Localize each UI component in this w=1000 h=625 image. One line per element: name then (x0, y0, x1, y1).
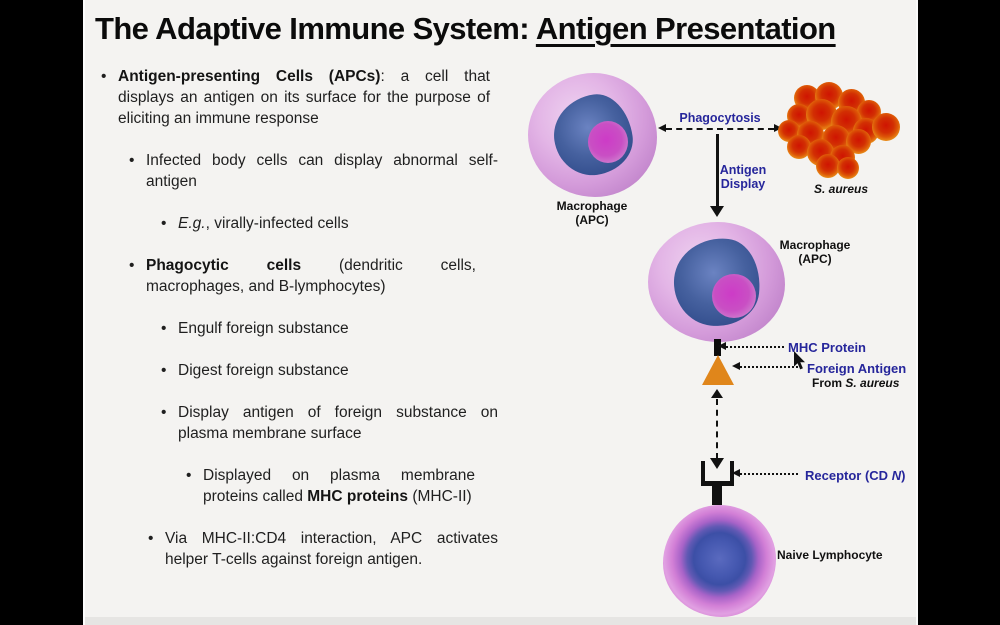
receptor-stem (712, 486, 722, 505)
s-aureus-coccus (872, 113, 900, 141)
bullet-item: •Digest foreign substance (161, 362, 349, 379)
bullet-glyph: • (129, 257, 135, 274)
mhc-protein-stick (714, 339, 721, 356)
page-title-underlined: Antigen Presentation (535, 11, 836, 46)
bullet-glyph: • (101, 68, 107, 85)
macrophage-top-label: Macrophage (APC) (556, 199, 628, 227)
macrophage-nucleus-notch (588, 121, 628, 163)
bullet-item: •Engulf foreign substance (161, 320, 349, 337)
bullet-item: •E.g., virally-infected cells (161, 215, 349, 232)
bullet-glyph: • (148, 530, 154, 547)
phagocytosis-double-arrow (658, 124, 782, 132)
mhc-protein-label: MHC Protein (788, 340, 866, 355)
bullet-glyph: • (129, 152, 135, 169)
s-aureus-coccus (816, 154, 840, 178)
mouse-cursor (794, 351, 805, 370)
bullet-item: •Via MHC-II:CD4 interaction, APC activat… (148, 530, 498, 568)
bullet-glyph: • (161, 362, 167, 379)
bullet-item: •Displayed on plasma membrane proteins c… (186, 467, 475, 505)
receptor-bracket (701, 461, 734, 486)
receptor-label: Receptor (CD N) (805, 468, 906, 483)
bullet-glyph: • (161, 320, 167, 337)
foreign-antigen-label: Foreign Antigen (807, 361, 907, 376)
antigen-display-arrowhead (710, 206, 724, 217)
bullet-item: •Antigen-presenting Cells (APCs): a cell… (101, 68, 490, 127)
slide-bottom-strip (85, 617, 916, 625)
macrophage-nucleus-notch (712, 274, 756, 318)
bullet-item: •Infected body cells can display abnorma… (129, 152, 498, 190)
bullet-glyph: • (186, 467, 192, 484)
bullet-item: •Display antigen of foreign substance on… (161, 404, 498, 442)
naive-lymphocyte-label: Naive Lymphocyte (777, 548, 883, 562)
mhc-protein-arrow (718, 342, 784, 350)
bullet-glyph: • (161, 215, 167, 232)
connector-down-arrowhead (710, 458, 724, 469)
page-title-prefix: The Adaptive Immune System: (95, 11, 536, 46)
foreign-antigen-source-label: From S. aureus (812, 376, 900, 390)
page-title: The Adaptive Immune System: Antigen Pres… (95, 11, 836, 47)
s-aureus-label: S. aureus (813, 182, 869, 196)
bullet-item: •Phagocytic cells (dendritic cells, macr… (129, 257, 476, 295)
connector-up-arrowhead (711, 389, 723, 398)
antigen-display-label: Antigen Display (719, 163, 767, 191)
s-aureus-coccus (837, 157, 859, 179)
foreign-antigen-triangle (702, 355, 734, 385)
receptor-arrow (732, 469, 798, 477)
bullet-glyph: • (161, 404, 167, 421)
foreign-antigen-arrow (732, 362, 798, 370)
macrophage-cell-image-top (528, 73, 657, 197)
slide-background (83, 0, 918, 625)
macrophage-mid-label: Macrophage (APC) (779, 238, 851, 266)
macrophage-cell-image-mid (648, 222, 785, 342)
phagocytosis-label: Phagocytosis (679, 111, 761, 125)
naive-lymphocyte-image (663, 505, 776, 617)
connector-dashed-line (716, 399, 718, 459)
bullet-list: •Antigen-presenting Cells (APCs): a cell… (101, 66, 518, 570)
antigen-display-arrow-line (716, 134, 719, 208)
